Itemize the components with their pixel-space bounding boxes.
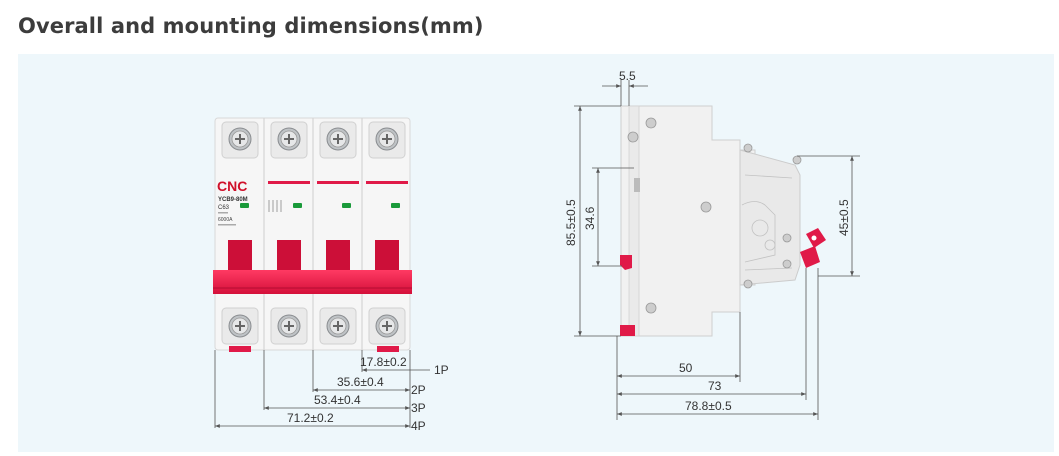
model-label: YCB9-80M	[218, 197, 248, 203]
side-dimensions	[574, 80, 860, 420]
tie-handle	[213, 270, 412, 294]
screw-icon	[375, 314, 399, 338]
breaking-capacity-label: 6000A	[218, 217, 233, 223]
width-value-4p: 71.2±0.2	[287, 411, 334, 425]
width-label-2p: 2P	[411, 383, 426, 397]
screw-icon	[277, 127, 301, 151]
screw-icon	[228, 127, 252, 151]
width-label-1p: 1P	[434, 363, 449, 377]
screw-icon	[277, 314, 301, 338]
breaker-side-view	[620, 105, 826, 337]
dim-depth-73: 73	[708, 379, 722, 393]
width-value-1p: 17.8±0.2	[360, 355, 407, 369]
front-dimensions	[214, 350, 430, 428]
dim-rail-height: 34.6	[583, 206, 597, 230]
rating-label: C63	[218, 205, 230, 211]
page-title: Overall and mounting dimensions(mm)	[18, 14, 484, 38]
indicator-icon	[240, 203, 249, 208]
screw-icon	[326, 314, 350, 338]
dim-height: 85.5±0.5	[564, 199, 578, 246]
brand-logo: CNC	[217, 178, 247, 194]
width-value-3p: 53.4±0.4	[314, 393, 361, 407]
width-label-3p: 3P	[411, 401, 426, 415]
breaker-front-view: CNC YCB9-80M C63 6000A	[213, 117, 412, 352]
dim-top-offset: 5.5	[619, 69, 636, 83]
indicator-icon	[293, 203, 302, 208]
screw-icon	[228, 314, 252, 338]
screw-icon	[375, 127, 399, 151]
indicator-icon	[391, 203, 400, 208]
dim-terminal-height: 45±0.5	[837, 199, 851, 236]
width-label-4p: 4P	[411, 419, 426, 433]
dim-depth-50: 50	[679, 361, 693, 375]
dim-depth-78-8: 78.8±0.5	[685, 399, 732, 413]
screw-icon	[326, 127, 350, 151]
indicator-icon	[342, 203, 351, 208]
width-value-2p: 35.6±0.4	[337, 375, 384, 389]
drawing-panel	[18, 54, 1054, 452]
